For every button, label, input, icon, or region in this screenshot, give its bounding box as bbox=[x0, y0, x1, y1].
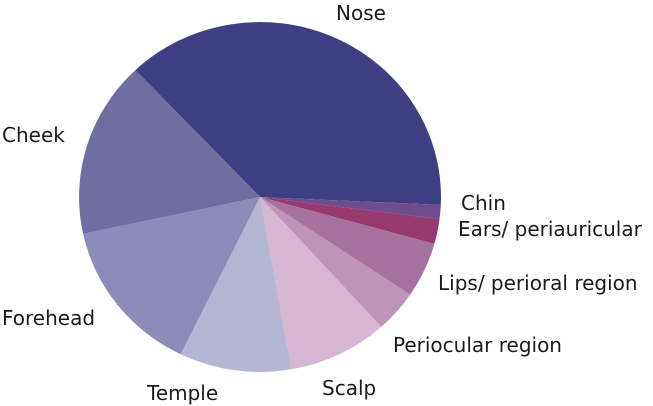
pie-slice-nose bbox=[135, 22, 441, 205]
pie-slice-temple bbox=[180, 197, 292, 372]
pie-slice-ears bbox=[260, 197, 440, 244]
pie-slice-scalp bbox=[260, 197, 382, 370]
pie-slice-forehead bbox=[83, 197, 260, 355]
pie-slice-chin bbox=[260, 197, 441, 220]
pie-slice-periocular bbox=[260, 197, 411, 327]
pie-slice-lips bbox=[260, 197, 435, 295]
pie-slice-cheek bbox=[79, 70, 261, 234]
